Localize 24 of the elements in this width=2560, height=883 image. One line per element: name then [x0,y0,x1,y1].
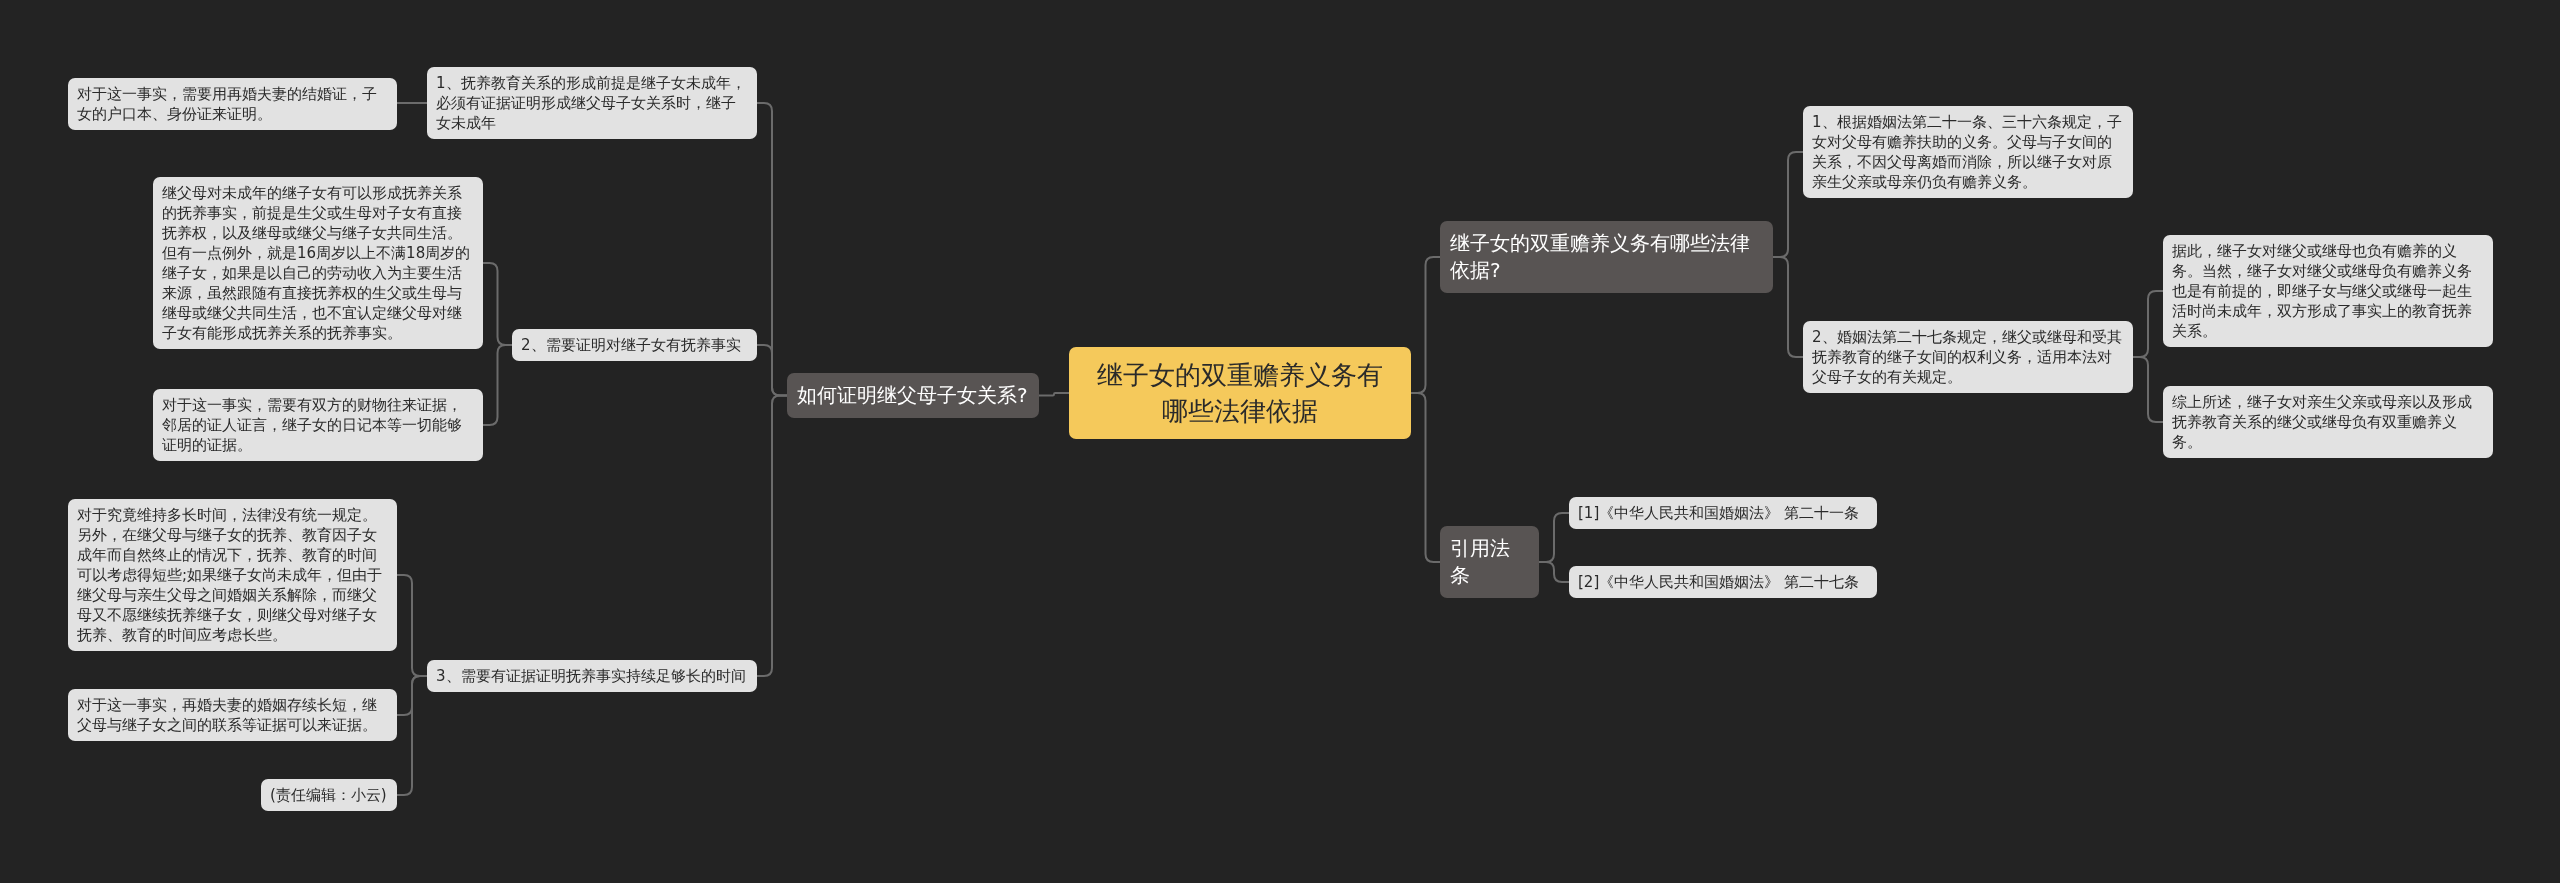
note-box: 对于这一事实，再婚夫妻的婚姻存续长短，继父母与继子女之间的联系等证据可以来证据。 [68,689,397,741]
note-box: 据此，继子女对继父或继母也负有赡养的义务。当然，继子女对继父或继母负有赡养义务也是有前提的，即继子女与继父或继母一起生活时尚未成年，双方形成了事实上的教育抚养关系。 [2163,235,2493,347]
citation-box: [1]《中华人民共和国婚姻法》 第二十一条 [1569,497,1877,529]
branch-topic-box: 继子女的双重赡养义务有哪些法律依据? [1440,221,1773,293]
citation-box: [2]《中华人民共和国婚姻法》 第二十七条 [1569,566,1877,598]
note-box: 继父母对未成年的继子女有可以形成抚养关系的抚养事实，前提是生父或生母对子女有直接抚养权，以及继母或继父与继子女共同生活。但有一点例外，就是16周岁以上不满18周岁的继子女，如果是以自己的劳动收入为主要生活来源，虽然跟随有直接抚养权的生父或生母与继母或继父共同生活，也不宜认定继父母对继子女有能形成抚养关系的抚养事实。 [153,177,483,349]
branch-topic-box: 如何证明继父母子女关系? [787,373,1039,418]
connector-line [1538,561,1570,583]
subtopic-box: 3、需要有证据证明抚养事实持续足够长的时间 [427,660,757,692]
note-box: 对于究竟维持多长时间，法律没有统一规定。另外，在继父母与继子女的抚养、教育因子女成年而自然终止的情况下，抚养、教育的时间可以考虑得短些;如果继子女尚未成年，但由于继父母与亲生父母之间婚姻关系解除，而继父母又不愿继续抚养继子女，则继父母对继子女抚养、教育的时间应考虑长些。 [68,499,397,651]
note-box: 对于这一事实，需要用再婚夫妻的结婚证，子女的户口本、身份证来证明。 [68,78,397,130]
note-box: (责任编辑：小云) [261,779,397,811]
connector-line [1410,392,1441,563]
connector-line [396,102,428,104]
connector-line [2132,356,2164,423]
branch-topic-box: 引用法条 [1440,526,1539,598]
central-topic-box: 继子女的双重赡养义务有哪些法律依据 [1069,347,1411,439]
subtopic-box: 2、婚姻法第二十七条规定，继父或继母和受其抚养教育的继子女间的权利义务，适用本法对父母子女的有关规定。 [1803,321,2133,393]
subtopic-box: 1、根据婚姻法第二十一条、三十六条规定，子女对父母有赡养扶助的义务。父母与子女间的关系，不因父母离婚而消除，所以继子女对原亲生父亲或母亲仍负有赡养义务。 [1803,106,2133,198]
subtopic-box: 2、需要证明对继子女有抚养事实 [512,329,757,361]
subtopic-box: 1、抚养教育关系的形成前提是继子女未成年，必须有证据证明形成继父母子女关系时，继子女未成年 [427,67,757,139]
note-box: 对于这一事实，需要有双方的财物往来证据，邻居的证人证言，继子女的日记本等一切能够证明的证据。 [153,389,483,461]
connector-line [1038,392,1070,397]
note-box: 综上所述，继子女对亲生父亲或母亲以及形成抚养教育关系的继父或继母负有双重赡养义务。 [2163,386,2493,458]
